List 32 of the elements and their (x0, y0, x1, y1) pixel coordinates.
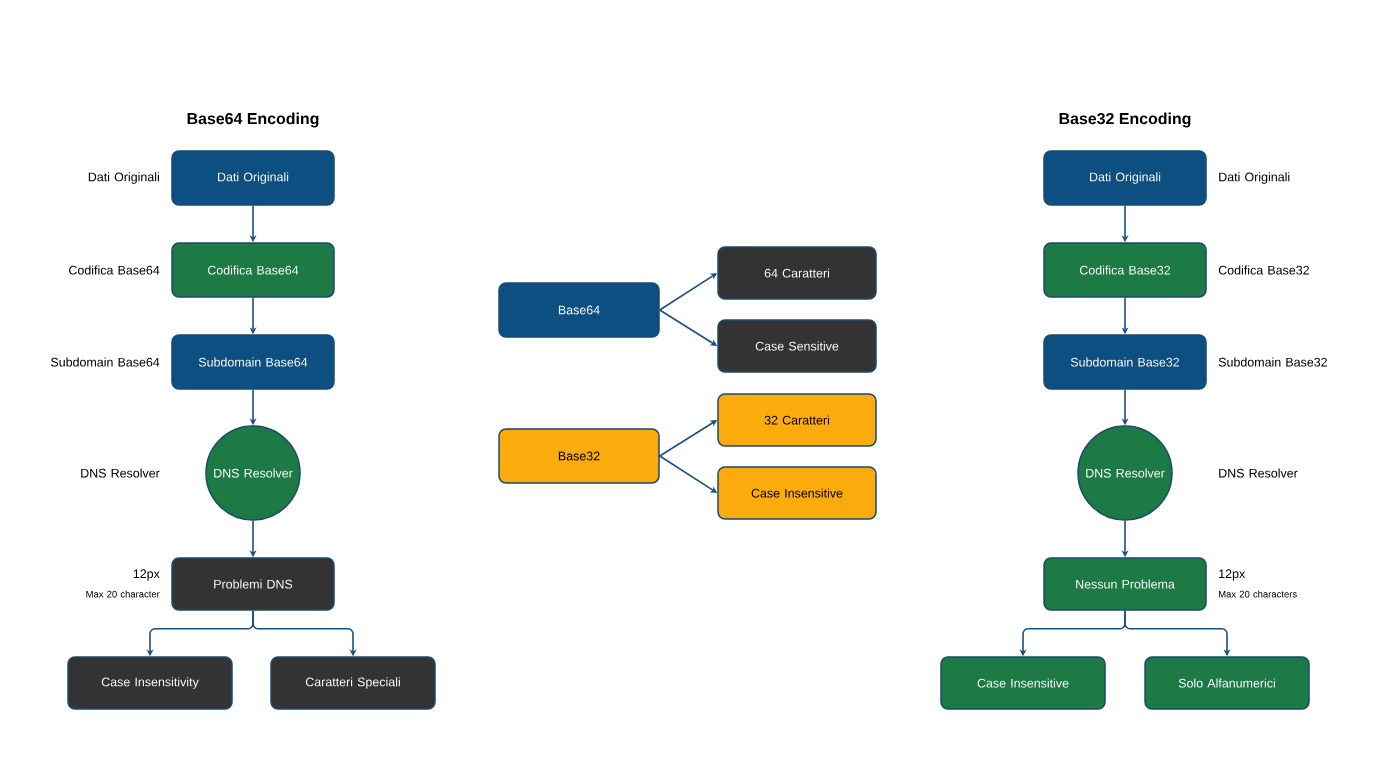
process-box: 32 Caratteri (717, 393, 877, 447)
process-box: Problemi DNS (171, 557, 335, 611)
side-label: Subdomain Base32 (1218, 357, 1327, 367)
side-label: Codifica Base32 (1218, 265, 1309, 275)
process-box: Caratteri Speciali (270, 656, 436, 710)
process-box: Dati Originali (1043, 150, 1207, 206)
side-label: Max 20 character (86, 590, 160, 598)
process-box: Dati Originali (171, 150, 335, 206)
process-box: Base32 (498, 428, 660, 484)
side-label: 12px (1219, 569, 1246, 581)
process-box: Case Insensitivity (67, 656, 233, 710)
side-label: 12px (133, 569, 160, 581)
process-box: Subdomain Base32 (1043, 334, 1207, 390)
column-heading: Base64 Encoding (187, 112, 319, 128)
side-label: Max 20 characters (1219, 590, 1297, 598)
process-box: Codifica Base64 (171, 242, 335, 298)
side-label: Subdomain Base64 (50, 357, 160, 367)
process-box: Subdomain Base64 (171, 334, 335, 390)
process-box: Solo Alfanumerici (1144, 656, 1310, 710)
process-box: Case Insensitive (940, 656, 1106, 710)
side-label: Dati Originali (1219, 172, 1290, 184)
process-box: Case Sensitive (717, 319, 877, 373)
process-box: 64 Caratteri (717, 246, 877, 300)
process-box: Base64 (498, 282, 660, 338)
process-box: Case Insensitive (717, 466, 877, 520)
process-box: Nessun Problema (1043, 557, 1207, 611)
side-label: DNS Resolver (81, 468, 160, 478)
process-box: Codifica Base32 (1043, 242, 1207, 298)
side-label: Codifica Base64 (69, 265, 160, 275)
side-label: DNS Resolver (1219, 468, 1298, 478)
column-heading: Base32 Encoding (1059, 112, 1191, 128)
side-label: Dati Originali (88, 172, 159, 184)
